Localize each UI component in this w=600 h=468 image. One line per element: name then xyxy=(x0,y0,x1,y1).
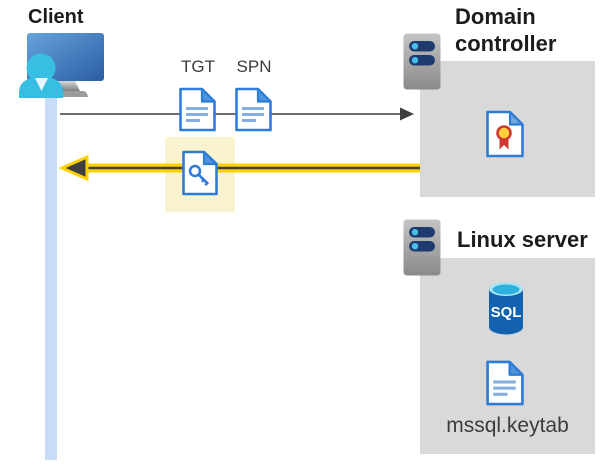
tgt-document-icon xyxy=(179,87,216,132)
client-label: Client xyxy=(28,6,84,28)
domain-controller-server-icon xyxy=(403,33,441,90)
client-lifeline xyxy=(45,96,57,460)
person-head xyxy=(26,53,56,83)
person-collar xyxy=(35,78,48,91)
linux-server-label: Linux server xyxy=(457,227,588,252)
domain-controller-label: Domain controller xyxy=(455,4,557,56)
spn-label: SPN xyxy=(236,57,272,76)
sql-database-icon: SQL xyxy=(489,282,523,335)
keytab-file-label: mssql.keytab xyxy=(446,414,569,437)
sql-database-text: SQL xyxy=(491,304,522,321)
linux-server-server-icon xyxy=(403,219,441,276)
key-document-icon xyxy=(182,150,218,196)
response-left-arrow xyxy=(58,154,420,182)
user-workstation-icon xyxy=(19,33,104,98)
spn-document-icon xyxy=(235,87,272,132)
tgt-label: TGT xyxy=(181,57,215,76)
keytab-document-icon xyxy=(486,360,524,406)
certificate-icon xyxy=(486,110,524,158)
